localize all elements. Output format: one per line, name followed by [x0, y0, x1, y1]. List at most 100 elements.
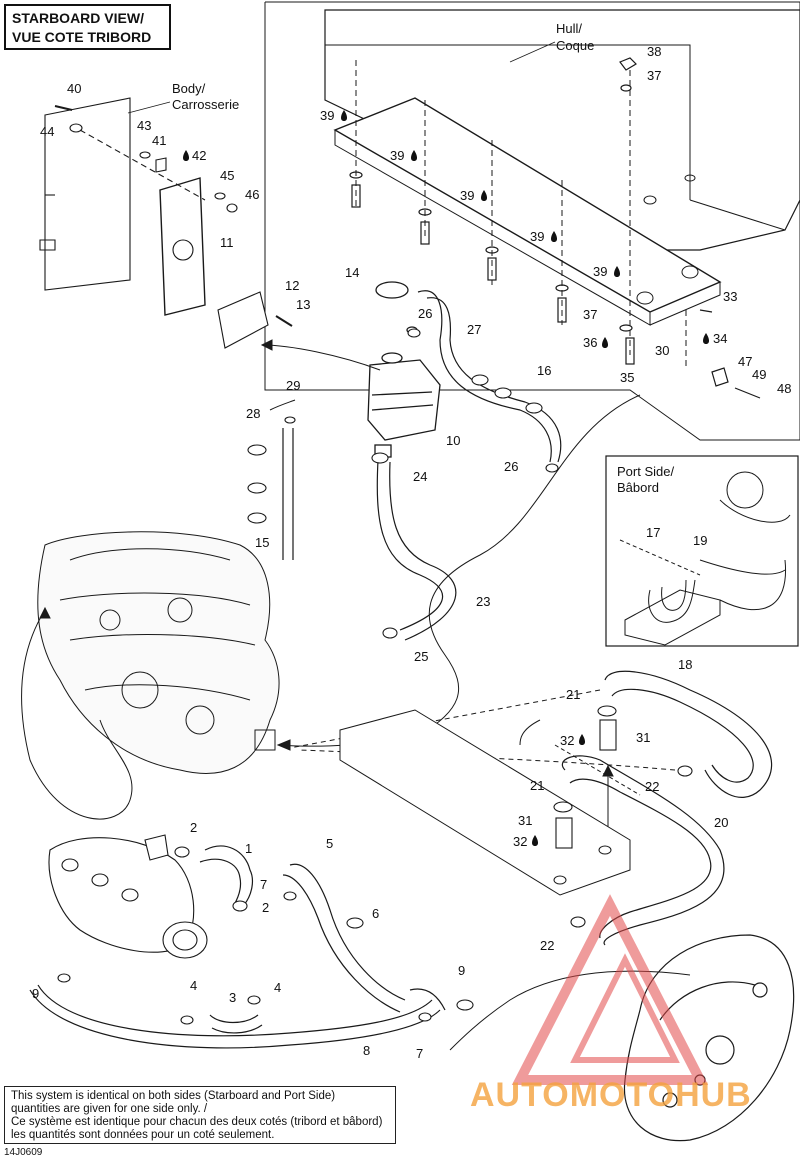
callout-7b: 7 — [416, 1046, 423, 1061]
callout-36: 36 — [583, 335, 597, 350]
callout-42: 42 — [192, 148, 206, 163]
callout-47: 47 — [738, 354, 752, 369]
flow-lines — [21, 339, 691, 1051]
note-box: This system is identical on both sides (… — [4, 1086, 396, 1144]
hull-label: Hull/ — [556, 21, 582, 36]
callout-35: 35 — [620, 370, 634, 385]
callout-37b: 37 — [583, 307, 597, 322]
callout-9a: 9 — [32, 986, 39, 1001]
hull-region — [264, 1, 800, 441]
callout-30: 30 — [655, 343, 669, 358]
callout-12: 12 — [285, 278, 299, 293]
callout-14: 14 — [345, 265, 359, 280]
callout-40: 40 — [67, 81, 81, 96]
callouts: 1 2 2 3 4 4 5 6 7 7 8 9 9 10 11 12 13 14… — [32, 44, 791, 1061]
callout-39b: 39 — [390, 148, 404, 163]
droplet-icon — [602, 337, 608, 348]
callout-20: 20 — [714, 815, 728, 830]
droplet-icon — [411, 150, 417, 161]
callout-26a: 26 — [418, 306, 432, 321]
callout-23: 23 — [476, 594, 490, 609]
callout-24: 24 — [413, 469, 427, 484]
note-line-1: This system is identical on both sides (… — [11, 1090, 336, 1102]
callout-46: 46 — [245, 187, 259, 202]
note-line-3: Ce système est identique pour chacun des… — [11, 1116, 383, 1128]
callout-22a: 22 — [645, 779, 659, 794]
callout-5: 5 — [326, 836, 333, 851]
note-line-4: les quantités sont données pour un coté … — [11, 1129, 275, 1141]
callout-26b: 26 — [504, 459, 518, 474]
callout-48: 48 — [777, 381, 791, 396]
callout-13: 13 — [296, 297, 310, 312]
view-title-line2: VUE COTE TRIBORD — [12, 29, 152, 45]
body-bracket-group — [39, 97, 293, 349]
callout-17: 17 — [646, 525, 660, 540]
callout-49: 49 — [752, 367, 766, 382]
callout-38: 38 — [647, 44, 661, 59]
sealant-droplets — [183, 110, 709, 846]
callout-41: 41 — [152, 133, 166, 148]
callout-2b: 2 — [262, 900, 269, 915]
callout-31a: 31 — [636, 730, 650, 745]
engine-block — [37, 531, 280, 774]
callout-9b: 9 — [458, 963, 465, 978]
callout-15: 15 — [255, 535, 269, 550]
callout-2a: 2 — [190, 820, 197, 835]
exhaust-manifold — [48, 834, 208, 959]
callout-45: 45 — [220, 168, 234, 183]
hull-label-fr: Coque — [556, 38, 594, 53]
droplet-icon — [614, 266, 620, 277]
callout-16: 16 — [537, 363, 551, 378]
callout-21b: 21 — [530, 778, 544, 793]
callout-22b: 22 — [540, 938, 554, 953]
callout-19: 19 — [693, 533, 707, 548]
watermark-logo-triangle — [511, 894, 709, 1085]
callout-25: 25 — [414, 649, 428, 664]
callout-31b: 31 — [518, 813, 532, 828]
callout-29: 29 — [286, 378, 300, 393]
callout-11: 11 — [220, 235, 234, 250]
callout-27: 27 — [467, 322, 481, 337]
clamps — [57, 328, 693, 1025]
callout-8: 8 — [363, 1043, 370, 1058]
callout-3: 3 — [229, 990, 236, 1005]
view-title-line1: STARBOARD VIEW/ — [12, 10, 144, 26]
droplet-icon — [579, 734, 585, 745]
droplet-icon — [551, 231, 557, 242]
callout-33: 33 — [723, 289, 737, 304]
coolant-reservoir — [367, 281, 441, 458]
callout-32a: 32 — [560, 733, 574, 748]
callout-28: 28 — [246, 406, 260, 421]
port-label-fr: Bâbord — [617, 480, 659, 495]
callout-39d: 39 — [530, 229, 544, 244]
callout-7a: 7 — [260, 877, 267, 892]
watermark-text: AUTOMOTOHUB — [470, 1076, 752, 1115]
callout-4a: 4 — [190, 978, 197, 993]
callout-32b: 32 — [513, 834, 527, 849]
callout-39e: 39 — [593, 264, 607, 279]
watermark-part1: AUTOMOTO — [470, 1076, 676, 1114]
watermark-part2: HUB — [675, 1076, 752, 1114]
callout-6: 6 — [372, 906, 379, 921]
callout-44: 44 — [40, 124, 54, 139]
body-label: Body/ — [172, 81, 206, 96]
view-title: STARBOARD VIEW/ VUE COTE TRIBORD — [4, 4, 171, 50]
port-side-inset: Port Side/ Bâbord — [605, 455, 799, 647]
callout-18: 18 — [678, 657, 692, 672]
port-label: Port Side/ — [617, 464, 674, 479]
droplet-icon — [481, 190, 487, 201]
droplet-icon — [183, 150, 189, 161]
callout-4b: 4 — [274, 980, 281, 995]
body-label-fr: Carrosserie — [172, 97, 239, 112]
callout-39c: 39 — [460, 188, 474, 203]
callout-39a: 39 — [320, 108, 334, 123]
droplet-icon — [532, 835, 538, 846]
callout-1: 1 — [245, 841, 252, 856]
callout-10: 10 — [446, 433, 460, 448]
note-line-2: quantities are given for one side only. … — [11, 1103, 208, 1115]
callout-37a: 37 — [647, 68, 661, 83]
droplet-icon — [703, 333, 709, 344]
callout-43: 43 — [137, 118, 151, 133]
drawing-code: 14J0609 — [4, 1147, 43, 1158]
